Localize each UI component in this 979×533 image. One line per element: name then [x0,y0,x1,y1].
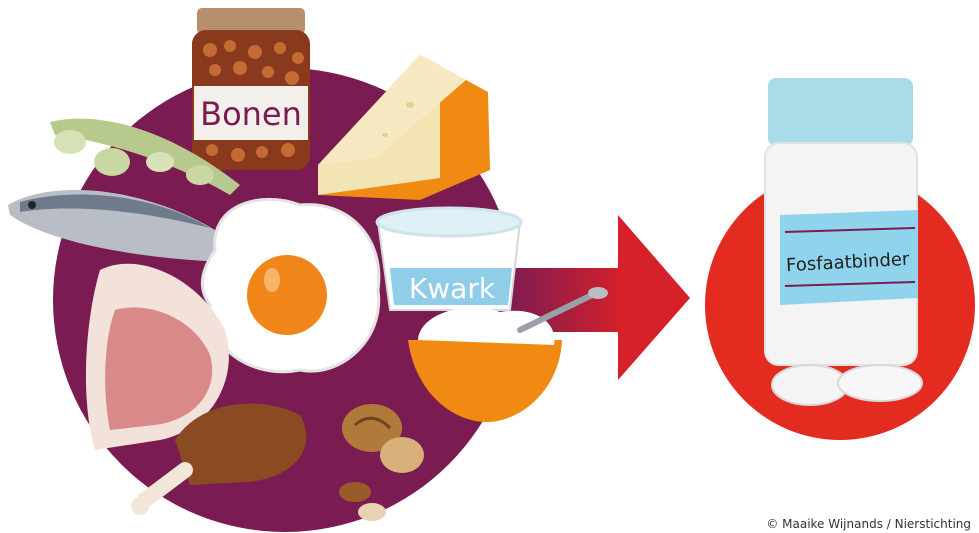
image-credit: © Maaike Wijnands / Nierstichting [766,517,971,531]
pill-bottle-icon [765,78,918,365]
beans-label: Bonen [200,95,302,133]
bean-jar-icon [192,8,310,170]
fried-egg-icon [202,199,379,371]
quark-label: Kwark [409,272,496,305]
